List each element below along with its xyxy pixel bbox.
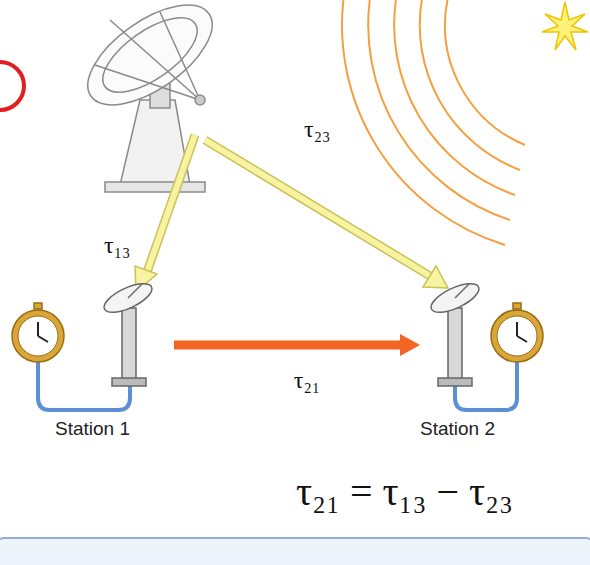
station-node: Station 1 <box>10 282 174 445</box>
delay-label: τ₂₁ <box>294 367 320 393</box>
station-label: Station 2 <box>420 418 559 441</box>
station-label: Station 1 <box>55 418 174 441</box>
delay-equation: τ₂₁ = τ₁₃ − τ₂₃ <box>296 470 513 514</box>
red-arc <box>0 62 24 110</box>
baseline-arrow <box>174 334 420 356</box>
wavefronts <box>342 0 575 245</box>
star <box>542 2 588 50</box>
bottom-panel <box>0 538 590 565</box>
station-1-antenna <box>12 278 156 410</box>
signal-arrows <box>135 135 448 292</box>
station-node: Station 2 <box>420 282 559 445</box>
delay-label: τ₂₃ <box>304 116 330 142</box>
delay-label: τ₁₃ <box>104 232 130 258</box>
radio-telescope <box>72 0 229 192</box>
station-2-antenna <box>427 278 543 410</box>
